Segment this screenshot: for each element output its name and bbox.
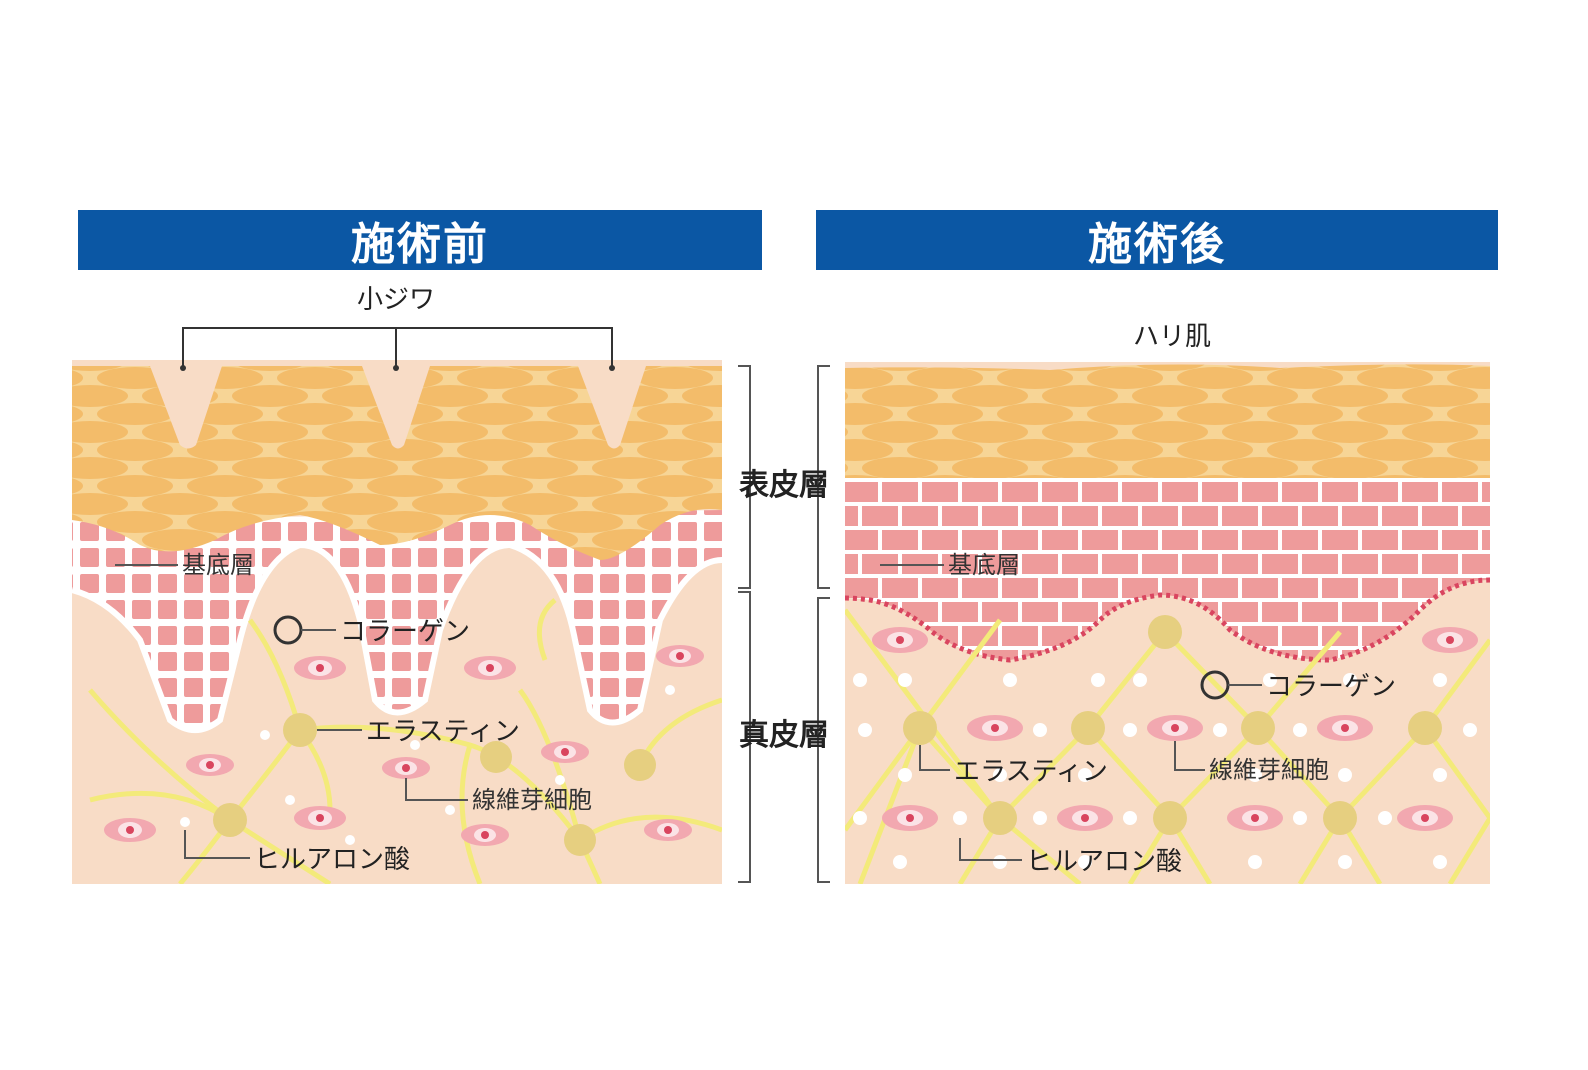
dermis-layer-label: 真皮層 (739, 718, 829, 753)
after-collagen-label: コラーゲン (1266, 672, 1396, 702)
after-panel (845, 362, 1490, 884)
after-collagen-callout: コラーゲン (1200, 670, 1396, 702)
before-elastin-nodes (213, 713, 656, 856)
before-hyaluronic-label: ヒルアロン酸 (254, 845, 410, 875)
after-basal-callout: 基底層 (880, 551, 1020, 579)
after-basal-label: 基底層 (948, 551, 1020, 579)
after-fibroblasts (872, 627, 1478, 831)
before-title: 施術前 (351, 219, 489, 270)
after-header: 施術後 (816, 210, 1498, 270)
before-basal-callout: 基底層 (115, 551, 254, 579)
before-basal-label: 基底層 (182, 551, 254, 579)
before-basal-edge (72, 541, 722, 733)
before-collagen-label: コラーゲン (340, 617, 470, 647)
before-fibroblast-callout (405, 778, 468, 801)
wrinkle-markers (180, 365, 615, 371)
before-epidermis (72, 366, 722, 560)
after-fibroblast-label: 線維芽細胞 (1209, 756, 1329, 784)
wrinkle-indicator (182, 327, 613, 368)
before-collagen-callout: コラーゲン (273, 615, 470, 647)
after-basal-edge (845, 577, 1490, 663)
layer-brackets (738, 365, 830, 883)
before-fibroblast-label: 線維芽細胞 (472, 786, 592, 814)
after-hyaluronic-dots (853, 673, 1477, 869)
before-elastin-callout: エラスティン (317, 717, 520, 747)
after-hyaluronic-callout (959, 838, 1022, 861)
after-epidermis (845, 364, 1490, 478)
after-title: 施術後 (1088, 219, 1226, 270)
after-elastin-callout (919, 745, 950, 771)
after-basal-layer (845, 478, 1490, 660)
after-elastin-label: エラスティン (954, 757, 1108, 787)
before-elastin-label: エラスティン (366, 717, 520, 747)
after-hyaluronic-label: ヒルアロン酸 (1026, 847, 1182, 877)
before-hyaluronic-dots (180, 685, 675, 845)
before-hyaluronic-callout (184, 830, 250, 859)
before-basal-layer (72, 510, 722, 730)
epidermis-layer-label: 表皮層 (739, 468, 829, 503)
firm-skin-label: ハリ肌 (1133, 322, 1211, 352)
before-panel (72, 360, 722, 884)
wrinkle-label: 小ジワ (357, 285, 435, 315)
after-elastin-nodes (903, 615, 1442, 835)
before-fibroblasts (104, 645, 704, 846)
before-header: 施術前 (78, 210, 762, 270)
after-fibroblast-callout (1174, 741, 1205, 771)
